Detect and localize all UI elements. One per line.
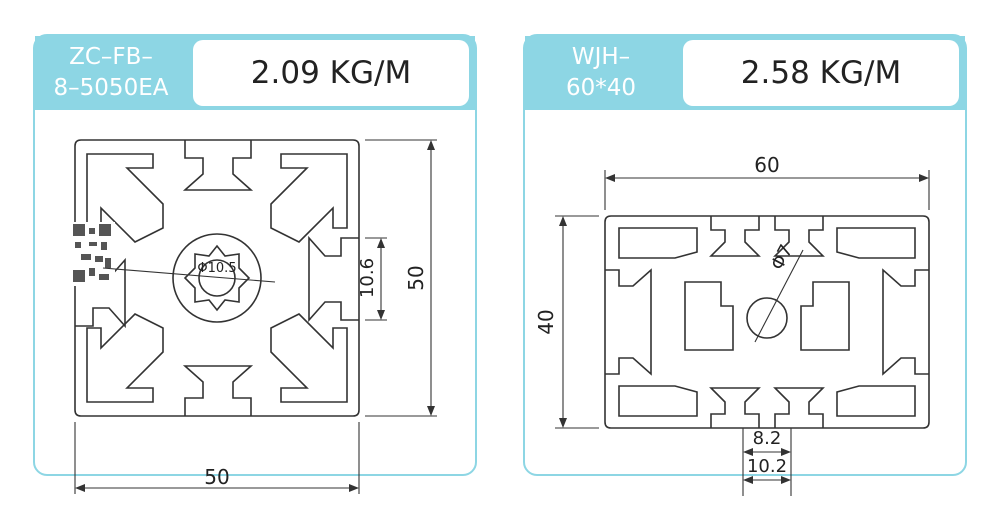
card-header: ZC–FB– 8–5050EA 2.09 KG/M [35, 36, 475, 110]
slot-bottom-right [773, 387, 825, 428]
slot-bottom-left [709, 387, 761, 428]
dim-slot-outer: 10.2 [747, 456, 787, 477]
dim-height: 40 [534, 309, 558, 334]
slot-bottom [182, 365, 254, 416]
model-line-1: ZC–FB– [69, 44, 153, 70]
dim-slot: 10.6 [357, 258, 378, 298]
cavity-tr [270, 153, 348, 243]
cavity-bl [86, 313, 164, 403]
qr-code-icon [71, 222, 115, 286]
center-bore-outer [172, 233, 262, 323]
cavity-tr [836, 227, 916, 259]
profile-card-6040: WJH– 60*40 2.58 KG/M [523, 34, 967, 496]
slot-top-right [773, 216, 825, 257]
cavity-br [270, 313, 348, 403]
cavity-bl [618, 385, 698, 417]
weight-label: 2.58 KG/M [683, 40, 959, 106]
dim-bore: Φ10.5 [197, 261, 236, 276]
profile-card-5050: ZC–FB– 8–5050EA 2.09 KG/M [33, 34, 477, 494]
slot-left [605, 268, 652, 376]
model-line-1: WJH– [571, 44, 631, 70]
cavity-tl [618, 227, 698, 259]
slot-right [308, 235, 359, 323]
cavity-center-right [800, 281, 850, 351]
profile-drawing-6040: 60 40 Φ7 8.2 10.2 [534, 153, 930, 496]
card-header: WJH– 60*40 2.58 KG/M [525, 36, 965, 110]
profile-outline [604, 215, 930, 429]
weight-label: 2.09 KG/M [193, 40, 469, 106]
dim-width: 60 [754, 153, 779, 177]
dim-width: 50 [204, 465, 229, 489]
center-bore-star [183, 244, 251, 312]
dim-slot-inner: 8.2 [753, 428, 782, 449]
center-bore-inner [198, 259, 236, 297]
model-name: ZC–FB– 8–5050EA [35, 36, 187, 110]
cavity-br [836, 385, 916, 417]
slot-top-left [709, 216, 761, 257]
model-line-2: 60*40 [565, 75, 637, 101]
profile-outline [74, 139, 360, 417]
slot-top [182, 140, 254, 191]
slot-right [882, 268, 929, 376]
model-name: WJH– 60*40 [525, 36, 677, 110]
cavity-center-left [684, 281, 734, 351]
profile-drawing-5050: 50 50 10.6 Φ10.5 [71, 139, 437, 494]
dim-height: 50 [404, 265, 428, 290]
model-line-2: 8–5050EA [53, 75, 169, 101]
center-bore [746, 297, 788, 339]
